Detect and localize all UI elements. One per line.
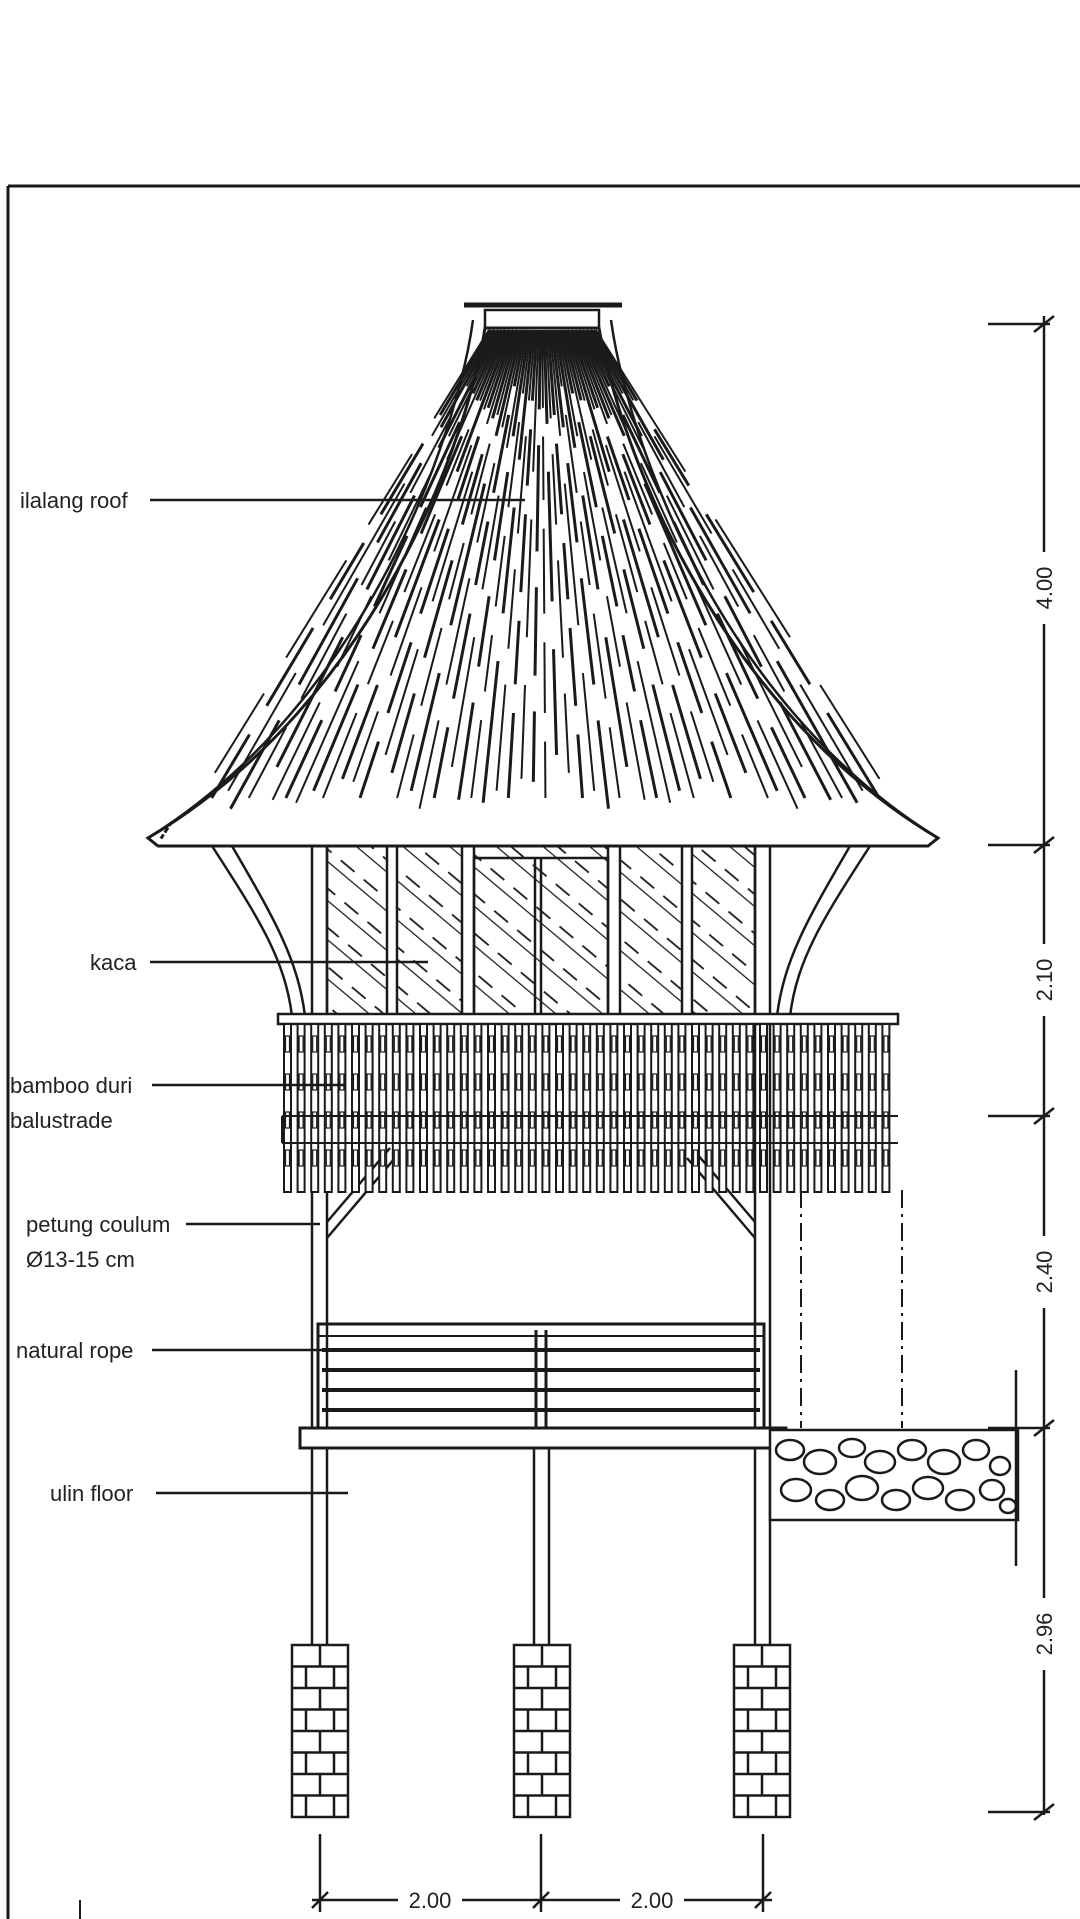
dashed-extension xyxy=(800,1190,903,1428)
diagonal-braces xyxy=(326,1147,756,1239)
horizontal-dimension-labels: 2.00 2.00 xyxy=(398,1886,684,1914)
glass-panels xyxy=(325,844,757,1018)
stone-wall xyxy=(768,1428,1020,1522)
bamboo-balustrade xyxy=(276,1012,900,1193)
label-balustrade: balustrade xyxy=(10,1108,113,1133)
label-column-diameter: Ø13-15 cm xyxy=(26,1247,135,1272)
horizontal-dimensions xyxy=(311,1834,772,1912)
leader-column: petung coulum Ø13-15 cm xyxy=(26,1212,320,1272)
label-ulin-floor: ulin floor xyxy=(50,1481,133,1506)
label-bamboo-duri: bamboo duri xyxy=(10,1073,132,1098)
annotations: ilalang roof kaca bamboo duri balustrade… xyxy=(10,488,525,1506)
ilalang-roof xyxy=(145,302,941,848)
rope-bench xyxy=(316,1322,766,1430)
label-ilalang-roof: ilalang roof xyxy=(20,488,129,513)
sheet-frame xyxy=(6,184,1080,1919)
leader-floor: ulin floor xyxy=(50,1481,348,1506)
foundation-piers xyxy=(290,1643,792,1819)
leader-rope: natural rope xyxy=(16,1338,345,1363)
dim-foundation-height: 2.96 xyxy=(1032,1613,1057,1656)
vertical-dimensions xyxy=(988,315,1055,1821)
label-petung-coulum: petung coulum xyxy=(26,1212,170,1237)
vertical-dimension-labels: 4.00 2.10 2.40 2.96 xyxy=(1030,552,1058,1670)
label-natural-rope: natural rope xyxy=(16,1338,133,1363)
leader-balustrade: bamboo duri balustrade xyxy=(10,1073,345,1133)
dim-span-right: 2.00 xyxy=(631,1888,674,1913)
leader-roof: ilalang roof xyxy=(20,488,525,513)
label-kaca: kaca xyxy=(90,950,137,975)
ulin-floor xyxy=(298,1426,788,1450)
dim-glass-height: 2.10 xyxy=(1032,959,1057,1002)
dim-span-left: 2.00 xyxy=(409,1888,452,1913)
brick-pier-left xyxy=(290,1643,350,1819)
brick-pier-middle xyxy=(512,1643,572,1819)
curved-struts xyxy=(210,845,872,1017)
leader-glass: kaca xyxy=(90,950,428,975)
dim-roof-height: 4.00 xyxy=(1032,567,1057,610)
dim-lower-height: 2.40 xyxy=(1032,1251,1057,1294)
brick-pier-right xyxy=(732,1643,792,1819)
